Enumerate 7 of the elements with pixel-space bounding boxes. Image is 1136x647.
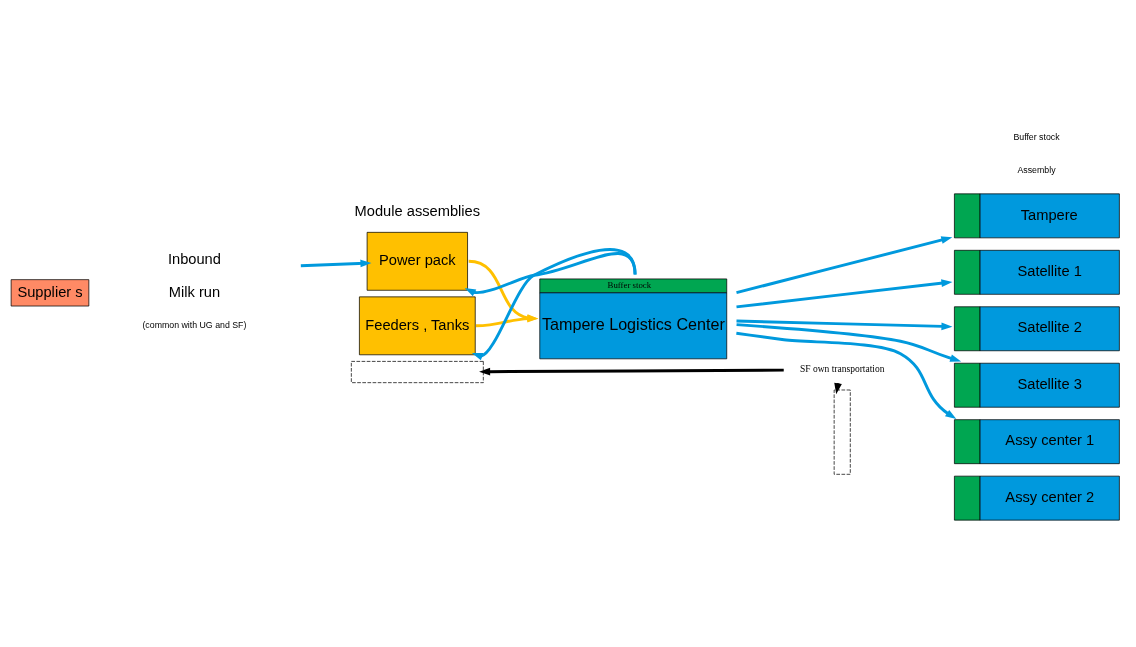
label: (common with UG and SF)	[142, 319, 247, 330]
label: Milk run	[168, 283, 221, 299]
label: Inbound	[167, 250, 221, 267]
label: Buffer stock	[1013, 131, 1060, 142]
label: Module assemblies	[354, 202, 481, 219]
label: Assembly	[1017, 164, 1056, 175]
node-text: SF own transportation	[799, 363, 885, 374]
